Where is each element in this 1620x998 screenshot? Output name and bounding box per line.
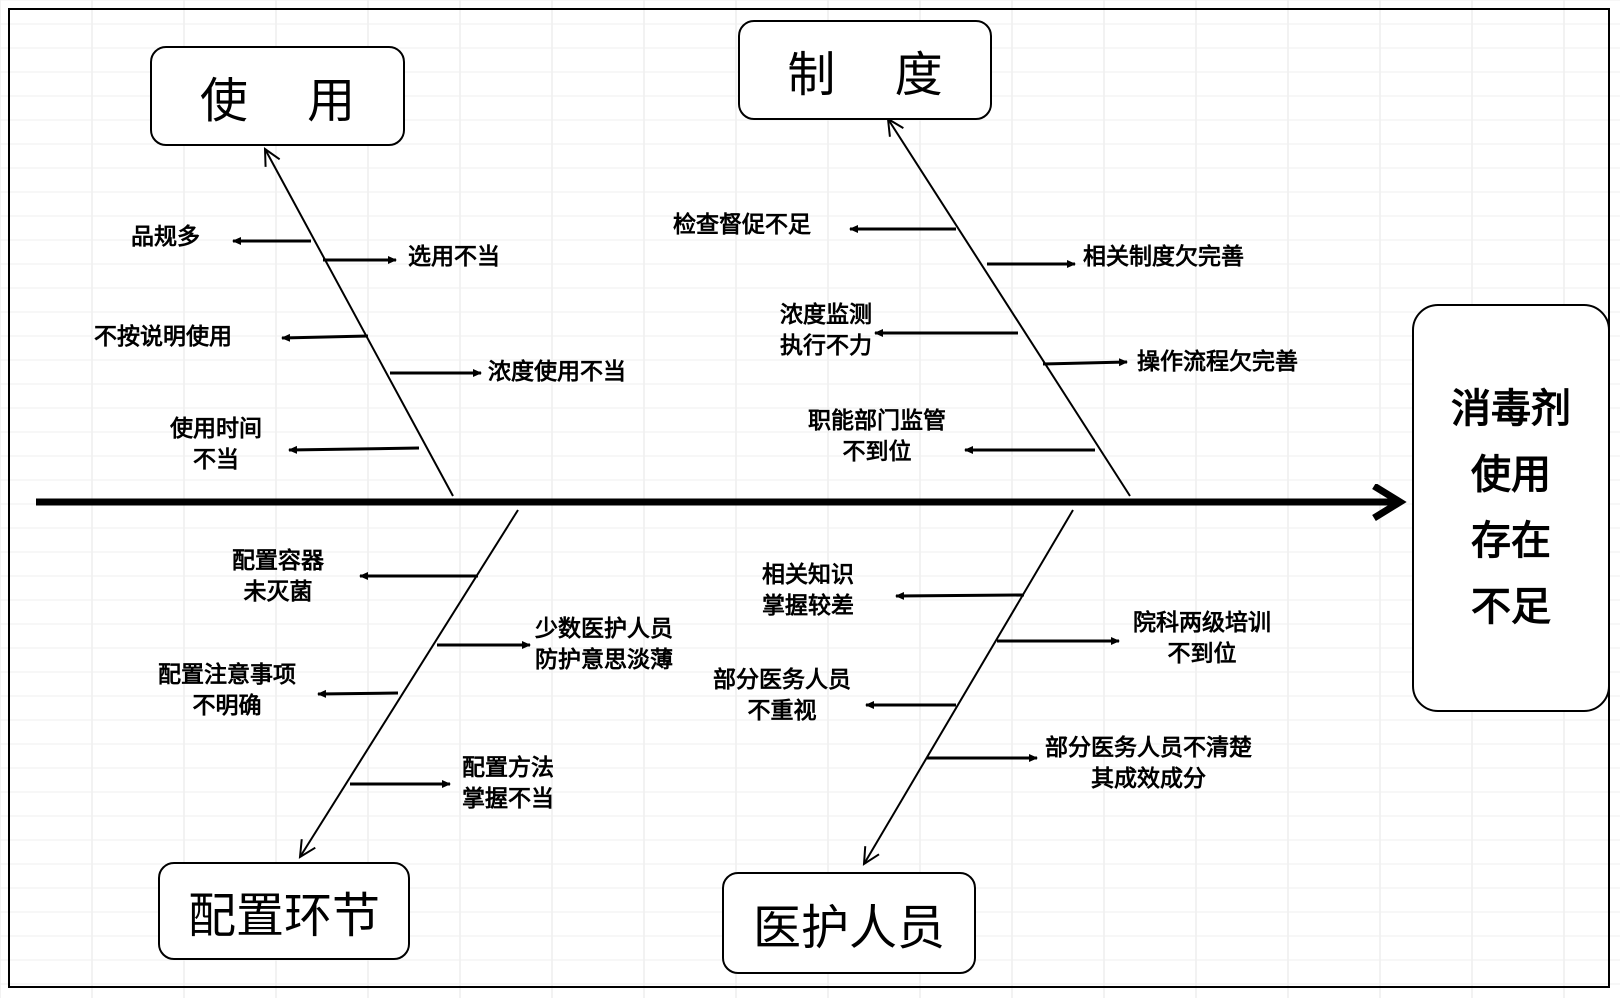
category-box-policy: 制 度	[738, 20, 992, 120]
cause-incomplete-procedures: 操作流程欠完善	[1137, 349, 1298, 375]
bone-config	[298, 509, 519, 859]
effect-line-1: 消毒剂	[1451, 386, 1571, 432]
category-label-config: 配置环节	[187, 888, 380, 944]
cause-training-inadequate: 院科两级培训 不到位	[1133, 610, 1271, 667]
arrow-not-per-instructions	[281, 333, 369, 342]
cause-improper-selection: 选用不当	[408, 244, 500, 270]
cause-too-many-specs: 品规多	[131, 224, 200, 250]
cause-container-not-sterile: 配置容器 未灭菌	[232, 548, 324, 605]
arrow-improper-time	[288, 445, 420, 454]
cause-low-awareness: 少数医护人员 防护意思淡薄	[535, 616, 673, 673]
cause-concentration-monitoring: 浓度监测 执行不力	[780, 302, 872, 359]
category-box-usage: 使 用	[150, 46, 405, 146]
arrow-incomplete-procedures	[1042, 358, 1128, 367]
effect-line-3: 存在	[1471, 518, 1551, 564]
cause-unclear-ingredients: 部分医务人员不清楚 其成效成分	[1045, 735, 1252, 792]
cause-department-supervision: 职能部门监管 不到位	[808, 408, 946, 465]
cause-improper-concentration: 浓度使用不当	[488, 359, 626, 385]
category-label-staff: 医护人员	[752, 900, 945, 956]
bone-policy	[886, 117, 1131, 497]
cause-not-valued: 部分医务人员 不重视	[713, 667, 851, 724]
cause-improper-method: 配置方法 掌握不当	[462, 755, 554, 812]
cause-improper-time: 使用时间 不当	[170, 416, 262, 473]
cause-incomplete-rules: 相关制度欠完善	[1083, 244, 1244, 270]
category-label-usage: 使 用	[199, 73, 378, 129]
cause-unclear-notes: 配置注意事项 不明确	[158, 662, 296, 719]
arrow-poor-knowledge	[895, 591, 1025, 600]
category-box-staff: 医护人员	[722, 872, 976, 974]
category-box-config: 配置环节	[158, 862, 410, 960]
cause-not-per-instructions: 不按说明使用	[94, 324, 232, 350]
effect-line-2: 使用	[1471, 452, 1551, 498]
effect-box: 消毒剂 使用 存在 不足	[1412, 304, 1610, 712]
cause-poor-knowledge: 相关知识 掌握较差	[762, 562, 854, 619]
effect-line-4: 不足	[1471, 584, 1551, 630]
cause-insufficient-inspection: 检查督促不足	[673, 212, 811, 238]
category-label-policy: 制 度	[787, 47, 965, 103]
arrow-unclear-notes	[317, 689, 399, 698]
bone-usage	[263, 147, 454, 497]
bone-staff	[862, 509, 1074, 866]
